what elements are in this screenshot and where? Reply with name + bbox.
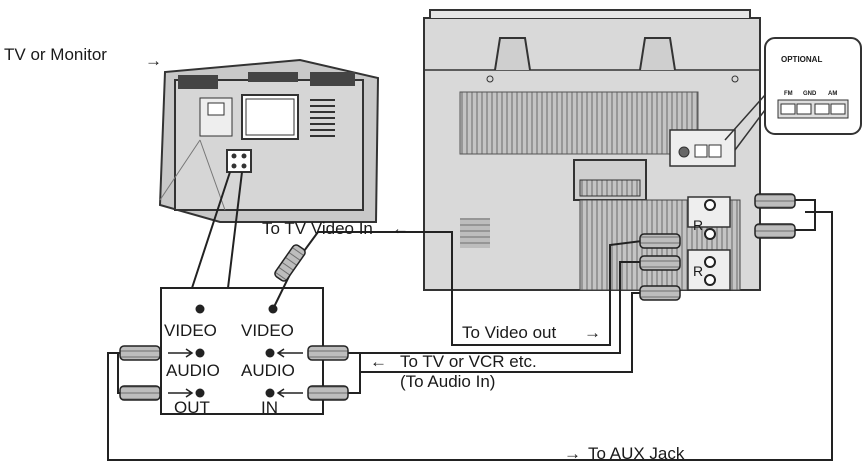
rca-plugs: [119, 193, 796, 401]
terminal-am: AM: [828, 91, 837, 97]
optional-antenna-box: OPTIONAL FM GND AM: [724, 37, 862, 151]
rca-plug: [754, 193, 796, 209]
to-tv-video-in-label: To TV Video In ←: [262, 219, 409, 238]
unit-r-lower: R: [693, 263, 703, 279]
terminal-fm: FM: [784, 91, 793, 97]
rca-plug: [754, 223, 796, 239]
to-audio-in-label: (To Audio In): [400, 372, 495, 391]
terminal-gnd: GND: [803, 91, 817, 97]
rca-plug: [307, 345, 349, 361]
tv-monitor-illustration: [158, 58, 380, 223]
main-unit-rear: R R: [423, 9, 761, 291]
rca-plug: [639, 255, 681, 271]
out-label: OUT: [174, 398, 210, 417]
svg-text:To TV or VCR etc.: To TV or VCR etc.: [400, 352, 537, 371]
arrow-left-icon: ←: [370, 352, 387, 371]
audio-out-label: AUDIO: [166, 361, 220, 380]
svg-text:To TV Video In: To TV Video In: [262, 219, 373, 238]
video-out-label: VIDEO: [164, 321, 217, 340]
unit-r-upper: R: [693, 217, 703, 233]
rca-plug: [274, 244, 306, 282]
rca-plug: [119, 345, 161, 361]
svg-text:To Video out: To Video out: [462, 323, 556, 342]
rca-plug: [639, 285, 681, 301]
arrow-right-icon: →: [145, 51, 162, 70]
tv-monitor-label: TV or Monitor →: [4, 45, 162, 70]
video-in-label: VIDEO: [241, 321, 294, 340]
arrow-right-icon: →: [584, 323, 601, 342]
svg-text:TV or Monitor: TV or Monitor: [4, 45, 107, 64]
to-aux-jack-label: → To AUX Jack: [564, 444, 685, 463]
rca-plug: [307, 385, 349, 401]
audio-in-label: AUDIO: [241, 361, 295, 380]
vcr-connection-box: VIDEO VIDEO AUDIO AUDIO OUT IN: [160, 287, 324, 417]
arrow-left-icon: ←: [392, 219, 409, 238]
rca-plug: [119, 385, 161, 401]
arrow-right-icon: →: [564, 444, 581, 463]
tv-to-vcr-cable: [191, 171, 243, 289]
to-video-out-label: To Video out →: [456, 320, 606, 342]
in-label: IN: [261, 398, 278, 417]
rca-plug: [639, 233, 681, 249]
svg-text:To AUX Jack: To AUX Jack: [588, 444, 685, 463]
optional-label: OPTIONAL: [781, 55, 822, 64]
to-tv-or-vcr-label: ← To TV or VCR etc. (To Audio In): [370, 352, 537, 391]
